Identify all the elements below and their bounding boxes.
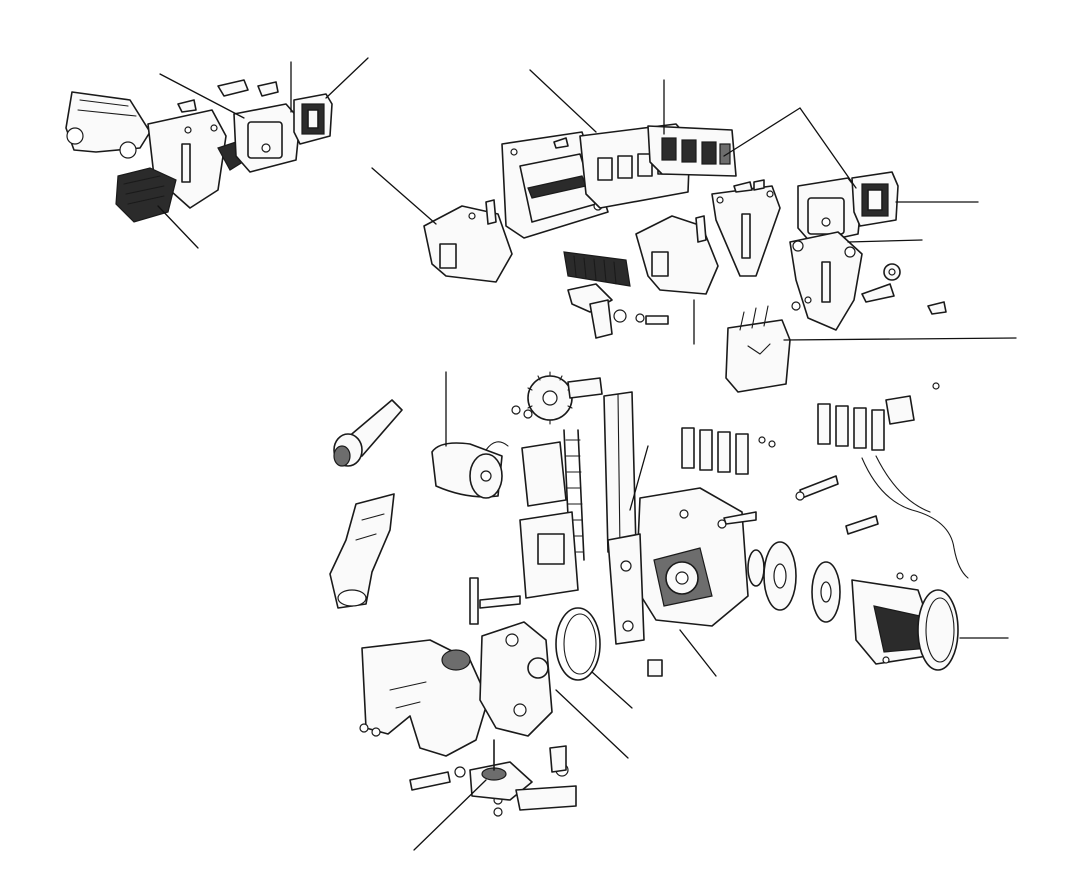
pivot-bracket xyxy=(479,621,553,737)
ring-seal xyxy=(555,607,601,681)
loose-bolts xyxy=(409,405,918,817)
right-gauge-assembly xyxy=(725,107,1017,393)
chain-side-plate xyxy=(521,441,567,507)
tall-bracket xyxy=(607,533,645,645)
motor-end-cap xyxy=(917,589,959,671)
relay-row-right xyxy=(817,382,940,451)
relay-row-left xyxy=(681,427,776,475)
relay-block xyxy=(115,167,177,223)
mounting-bracket xyxy=(65,91,151,153)
ribbed-relay-bar xyxy=(563,251,631,287)
left-panel-bracket xyxy=(423,205,513,283)
wiring-connector-box xyxy=(725,319,791,393)
top-left-assembly xyxy=(65,57,369,249)
instrument-panel-assembly xyxy=(371,69,801,345)
curved-shift-bracket xyxy=(329,493,395,609)
gearbox-assembly xyxy=(329,371,1009,851)
wiring-harness xyxy=(861,457,969,579)
